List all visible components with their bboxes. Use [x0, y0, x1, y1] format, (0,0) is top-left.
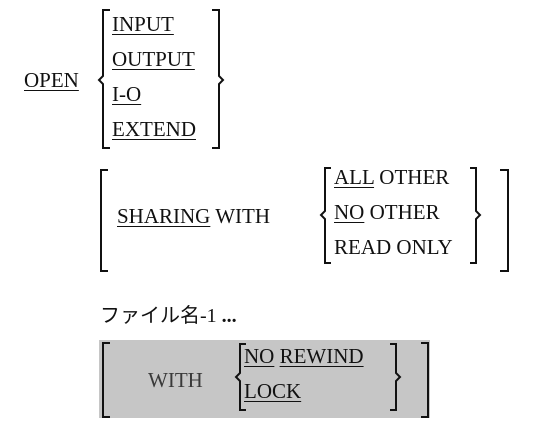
- sharing-option-rest: READ ONLY: [334, 235, 453, 259]
- with-bracket-left: [102, 342, 110, 418]
- with-keyword: WITH: [148, 368, 203, 392]
- with-bracket-right: [421, 342, 429, 418]
- with-option-kw2: REWIND: [279, 344, 364, 368]
- with-option-kw: LOCK: [244, 379, 302, 403]
- sharing-bracket-left: [100, 169, 108, 272]
- mode-option-output: OUTPUT: [112, 47, 195, 71]
- sharing-brace-right: [470, 167, 482, 264]
- sharing-option-kw: NO: [334, 200, 365, 224]
- sharing-option-read-only: READ ONLY: [334, 237, 453, 258]
- sharing-brace-left: [319, 167, 331, 264]
- mode-option-io: I-O: [112, 82, 142, 106]
- sharing-with-word: WITH: [215, 204, 271, 228]
- with-brace-left: [234, 343, 246, 411]
- sharing-option-rest: OTHER: [374, 165, 450, 189]
- with-option-no-rewind: NO REWIND: [244, 346, 364, 367]
- with-clause-highlight: [99, 340, 430, 418]
- sharing-line: SHARING WITH: [117, 206, 270, 227]
- sharing-option-no-other: NO OTHER: [334, 202, 440, 223]
- sharing-keyword: SHARING: [117, 204, 211, 228]
- with-option-kw: NO: [244, 344, 275, 368]
- sharing-option-kw: ALL: [334, 165, 375, 189]
- mode-option-input: INPUT: [112, 12, 174, 36]
- mode-option-extend: EXTEND: [112, 117, 196, 141]
- ellipsis: ...: [221, 305, 237, 327]
- sharing-bracket-right: [500, 169, 509, 272]
- sharing-option-rest: OTHER: [364, 200, 440, 224]
- sharing-option-all-other: ALL OTHER: [334, 167, 449, 188]
- open-keyword: OPEN: [24, 68, 79, 92]
- file-name-line: ファイル名-1 ...: [100, 306, 237, 326]
- mode-brace-left: [97, 9, 110, 149]
- file-name-label: ファイル名-1: [100, 305, 217, 327]
- with-option-lock: LOCK: [244, 381, 301, 402]
- with-brace-right: [390, 343, 402, 411]
- mode-brace-right: [212, 9, 225, 149]
